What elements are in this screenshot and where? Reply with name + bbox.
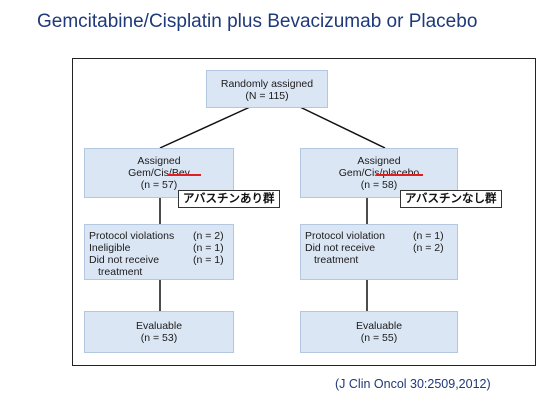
exclusion-label: Protocol violation bbox=[305, 230, 385, 242]
exclusion-label: Protocol violations bbox=[89, 230, 175, 242]
connector-top-left bbox=[159, 106, 251, 149]
exclusion-label: Did not receive bbox=[89, 254, 160, 266]
diagram-frame bbox=[72, 58, 536, 366]
exclusion-count: (n = 2) bbox=[193, 230, 224, 242]
exclusion-count: (n = 1) bbox=[413, 230, 444, 242]
assigned-bev-label: Assigned bbox=[137, 155, 181, 167]
assigned-bev-arm: Gem/Cis/Bev bbox=[128, 167, 190, 179]
evaluable-bev-label: Evaluable bbox=[135, 320, 183, 332]
citation: (J Clin Oncol 30:2509,2012) bbox=[335, 377, 491, 391]
assigned-bev-box: Assigned Gem/Cis/Bev (n = 57) bbox=[84, 148, 234, 198]
exclusion-label: treatment bbox=[314, 254, 359, 266]
exclusion-label: Did not receive bbox=[305, 242, 376, 254]
evaluable-placebo-count: (n = 55) bbox=[360, 332, 398, 344]
assigned-placebo-label: Assigned bbox=[357, 155, 401, 167]
exclusion-count: (n = 2) bbox=[413, 242, 444, 254]
randomly-assigned-label: Randomly assigned bbox=[220, 78, 314, 90]
annotation-bev-group: アバスチンあり群 bbox=[178, 190, 280, 208]
evaluable-bev-box: Evaluable (n = 53) bbox=[84, 311, 234, 353]
connector-top-right bbox=[299, 106, 386, 149]
assigned-placebo-count: (n = 58) bbox=[360, 179, 398, 191]
exclusions-bev-box: Protocol violations (n = 2) Ineligible (… bbox=[84, 224, 234, 280]
evaluable-placebo-label: Evaluable bbox=[355, 320, 403, 332]
exclusion-label: Ineligible bbox=[89, 242, 131, 254]
randomly-assigned-box: Randomly assigned (N = 115) bbox=[206, 70, 328, 108]
bev-underline bbox=[168, 174, 201, 176]
exclusion-count: (n = 1) bbox=[193, 242, 224, 254]
slide-title: Gemcitabine/Cisplatin plus Bevacizumab o… bbox=[37, 11, 478, 32]
evaluable-bev-count: (n = 53) bbox=[140, 332, 178, 344]
exclusions-placebo-box: Protocol violation (n = 1) Did not recei… bbox=[300, 224, 458, 280]
assigned-placebo-arm: Gem/Cis/placebo bbox=[338, 167, 420, 179]
randomly-assigned-count: (N = 115) bbox=[245, 90, 289, 102]
placebo-underline bbox=[376, 174, 423, 176]
exclusion-count: (n = 1) bbox=[193, 254, 224, 266]
evaluable-placebo-box: Evaluable (n = 55) bbox=[300, 311, 458, 353]
assigned-placebo-box: Assigned Gem/Cis/placebo (n = 58) bbox=[300, 148, 458, 198]
assigned-bev-count: (n = 57) bbox=[140, 179, 178, 191]
annotation-placebo-group: アバスチンなし群 bbox=[400, 190, 502, 208]
exclusion-label: treatment bbox=[98, 266, 143, 278]
